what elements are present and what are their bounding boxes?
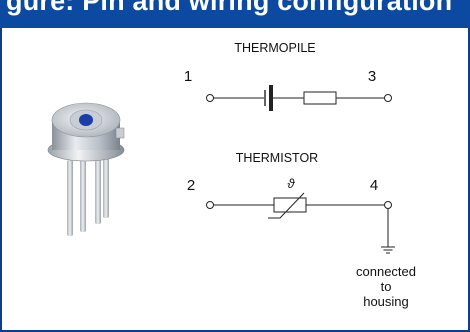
pin-3-label: 3: [368, 68, 376, 85]
pin-1-label: 1: [184, 68, 192, 85]
thermistor-symbol: [273, 197, 307, 213]
thermistor-theta-symbol: ϑ: [287, 176, 295, 191]
sensor-pin: [103, 158, 109, 218]
battery-plate-thick: [269, 85, 273, 111]
ground-note-line-1: connected: [356, 264, 416, 279]
thermistor-circuit: THERMISTOR 2 4 ϑ: [187, 151, 395, 254]
ground-note-line-3: housing: [363, 294, 409, 309]
sensor-pin: [80, 160, 86, 232]
figure-header: gure: Pin and wiring configuration: [0, 0, 470, 28]
thermistor-slash: [268, 192, 305, 219]
sensor-component-illustration: [47, 102, 125, 236]
sensor-pin: [95, 160, 101, 224]
ground-note-line-2: to: [381, 279, 392, 294]
pin-4-terminal: [384, 201, 392, 209]
pin-2-terminal: [206, 201, 214, 209]
resistor-symbol: [303, 91, 337, 105]
ground-note: connected to housing: [356, 264, 416, 309]
sensor-pin: [67, 160, 73, 236]
pin-2-label: 2: [187, 177, 195, 194]
pin-3-terminal: [384, 94, 392, 102]
thermopile-circuit: THERMOPILE 1 3: [184, 41, 392, 111]
thermopile-label: THERMOPILE: [234, 41, 315, 55]
pin-1-terminal: [206, 94, 214, 102]
thermistor-label: THERMISTOR: [236, 151, 318, 165]
figure-title: gure: Pin and wiring configuration: [6, 0, 453, 16]
pin-4-label: 4: [370, 177, 378, 194]
sensor-tab: [115, 127, 125, 139]
sensor-lens: [79, 114, 93, 126]
